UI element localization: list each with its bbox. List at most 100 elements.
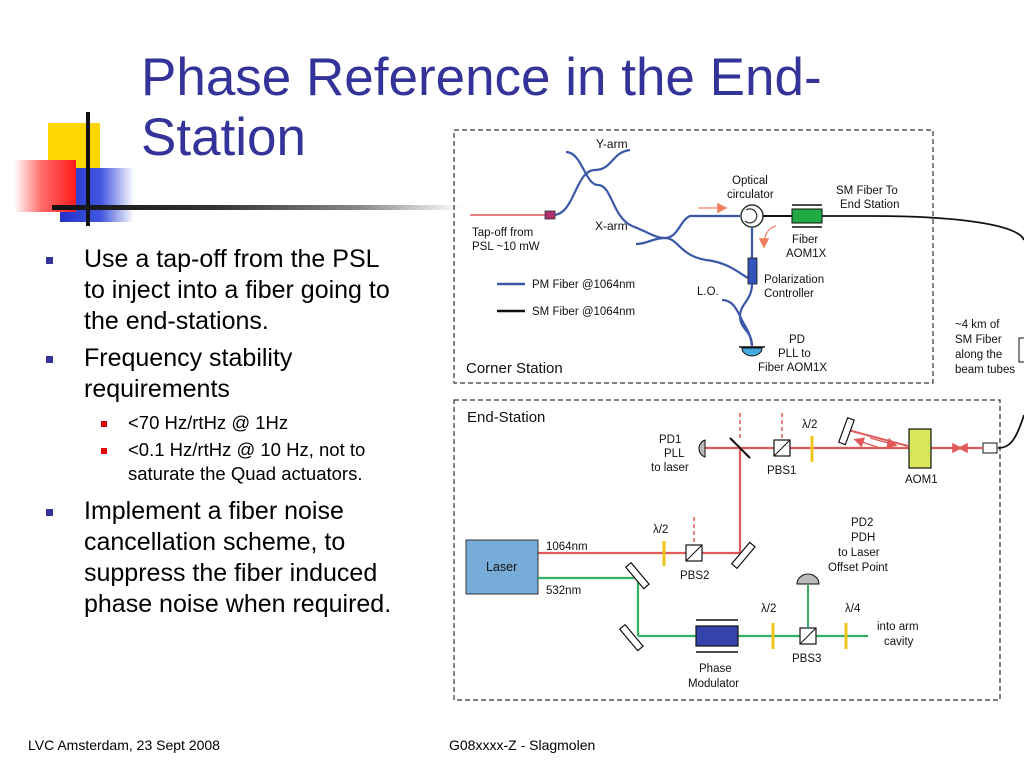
polarization-controller-label: Polarization xyxy=(764,274,824,286)
pd1-icon xyxy=(698,439,706,458)
corner-station-box xyxy=(453,129,934,384)
laser-label: Laser xyxy=(486,560,517,574)
polarization-controller-icon xyxy=(747,257,758,285)
bullet-text-line: phase noise when required. xyxy=(84,590,392,618)
pd-icon xyxy=(741,347,763,357)
fiber-noise-cancellation-diagram: Corner Station Y-arm X-arm Tap-off from … xyxy=(453,129,1024,701)
sub-bullet-text-line: <0.1 Hz/rtHz @ 10 Hz, not to xyxy=(128,439,366,460)
bullet-text-line: requirements xyxy=(84,375,230,403)
bullet-text-line: Frequency stability xyxy=(84,344,293,372)
pd-label: PD xyxy=(789,334,805,346)
steering-mirror-icon xyxy=(837,416,855,446)
pm-fiber-yarm-2 xyxy=(565,150,633,228)
decor-vertical-line xyxy=(86,112,90,226)
pd2-label: to Laser xyxy=(838,547,880,559)
bullet-text-line: the end-stations. xyxy=(84,307,269,335)
title-line-1: Phase Reference in the End- xyxy=(141,48,822,107)
bullet-item: Frequency stability requirements xyxy=(46,343,451,405)
aom1-label: AOM1 xyxy=(905,474,938,486)
bullet-text-line: to inject into a fiber going to xyxy=(84,276,390,304)
fiber-run-label: SM Fiber xyxy=(955,334,1002,346)
nm1064-label: 1064nm xyxy=(546,541,588,553)
fiber-spool-icon xyxy=(1018,337,1024,363)
pm-fiber-xarm-2 xyxy=(635,236,749,279)
pd2-label: PD2 xyxy=(851,517,873,529)
fiber-run: ~4 km of SM Fiber along the beam tubes xyxy=(955,319,1024,449)
nm532-label: 532nm xyxy=(546,585,581,597)
pbs2-diagonal xyxy=(685,544,703,562)
phase-modulator-label: Phase xyxy=(699,663,732,675)
sub-bullet-text-line: saturate the Quad actuators. xyxy=(128,463,363,484)
pd2-label: Offset Point xyxy=(828,562,889,574)
bullet-list: Use a tap-off from the PSL to inject int… xyxy=(46,244,451,626)
red-beam-to-mirror xyxy=(847,429,909,447)
sub-bullet-item: <0.1 Hz/rtHz @ 10 Hz, not to saturate th… xyxy=(46,438,451,486)
sub-bullet-marker xyxy=(101,448,107,454)
lambda2-top-label: λ/2 xyxy=(802,419,817,431)
end-station: End-Station PD1 PLL to laser PBS1 λ/2 xyxy=(453,399,1001,701)
lo-label: L.O. xyxy=(697,286,719,298)
bullet-text-line: Use a tap-off from the PSL xyxy=(84,245,380,273)
pd2-icon xyxy=(796,573,820,585)
bullet-item: Implement a fiber noise cancellation sch… xyxy=(46,496,451,620)
pd-label: PLL to xyxy=(778,348,811,360)
into-arm-label: cavity xyxy=(884,636,914,648)
fiber-collimator-icon xyxy=(982,442,998,454)
fiber-aom1x-icon xyxy=(791,208,823,224)
decor-horizontal-line xyxy=(52,205,462,210)
return-arrow xyxy=(758,225,777,249)
x-arm-label: X-arm xyxy=(595,219,628,233)
fiber-aom1x-label: Fiber xyxy=(792,234,818,246)
mirror-1064-icon xyxy=(730,541,756,570)
optical-circulator-icon xyxy=(740,204,764,228)
sm-fiber-to-label: SM Fiber To xyxy=(836,185,898,197)
pd1-label: PLL xyxy=(664,448,685,460)
end-station-label: End-Station xyxy=(467,409,545,426)
bullet-marker xyxy=(46,356,53,363)
laser-icon xyxy=(465,539,539,595)
tapoff-marker xyxy=(544,210,556,220)
bullet-marker xyxy=(46,509,53,516)
fiber-run-label: along the xyxy=(955,349,1002,361)
corner-station-label: Corner Station xyxy=(466,360,563,377)
tapoff-label: Tap-off from xyxy=(472,227,533,239)
legend-sm-label: SM Fiber @1064nm xyxy=(532,306,635,318)
sm-fiber-return xyxy=(997,414,1024,449)
bullet-marker xyxy=(46,257,53,264)
into-arm-label: into arm xyxy=(877,621,919,633)
circulator-arrow-icon xyxy=(744,208,758,224)
polarization-controller-label: Controller xyxy=(764,288,814,300)
lambda2-left-label: λ/2 xyxy=(653,524,668,536)
sub-bullet-marker xyxy=(101,421,107,427)
sub-bullet-text-line: <70 Hz/rtHz @ 1Hz xyxy=(128,412,289,433)
pbs3-label: PBS3 xyxy=(792,653,821,665)
corner-station: Corner Station Y-arm X-arm Tap-off from … xyxy=(453,129,1024,384)
pbs1-label: PBS1 xyxy=(767,465,796,477)
pm-fiber-lo xyxy=(721,298,754,347)
fiber-aom1x-label: AOM1X xyxy=(786,248,827,260)
legend-pm-label: PM Fiber @1064nm xyxy=(532,279,635,291)
pd2-label: PDH xyxy=(851,532,875,544)
decor-red-square xyxy=(14,160,76,212)
pbs2-label: PBS2 xyxy=(680,570,709,582)
footer-center: G08xxxx-Z - Slagmolen xyxy=(449,737,596,753)
sm-fiber-to-end-station xyxy=(822,215,1024,241)
tapoff-label: PSL ~10 mW xyxy=(472,241,540,253)
fiber-run-label: beam tubes xyxy=(955,364,1015,376)
aom1-icon xyxy=(908,428,932,469)
end-station-box xyxy=(453,399,1001,701)
mirror-532-bottom-icon xyxy=(618,623,644,652)
sm-fiber-to-label: End Station xyxy=(840,199,899,211)
title-line-2: Station xyxy=(141,108,307,167)
phase-modulator-label: Modulator xyxy=(688,678,739,690)
bullet-text-line: cancellation scheme, to xyxy=(84,528,346,556)
pbs1-diagonal xyxy=(773,439,791,457)
y-arm-label: Y-arm xyxy=(596,137,628,151)
mirror-532-top-icon xyxy=(624,561,650,590)
optical-circulator-label: Optical xyxy=(732,175,768,187)
sub-bullet-item: <70 Hz/rtHz @ 1Hz xyxy=(46,411,451,435)
bullet-text-line: suppress the fiber induced xyxy=(84,559,378,587)
phase-modulator-icon xyxy=(695,625,739,647)
bullet-item: Use a tap-off from the PSL to inject int… xyxy=(46,244,451,337)
lambda4-label: λ/4 xyxy=(845,603,861,615)
